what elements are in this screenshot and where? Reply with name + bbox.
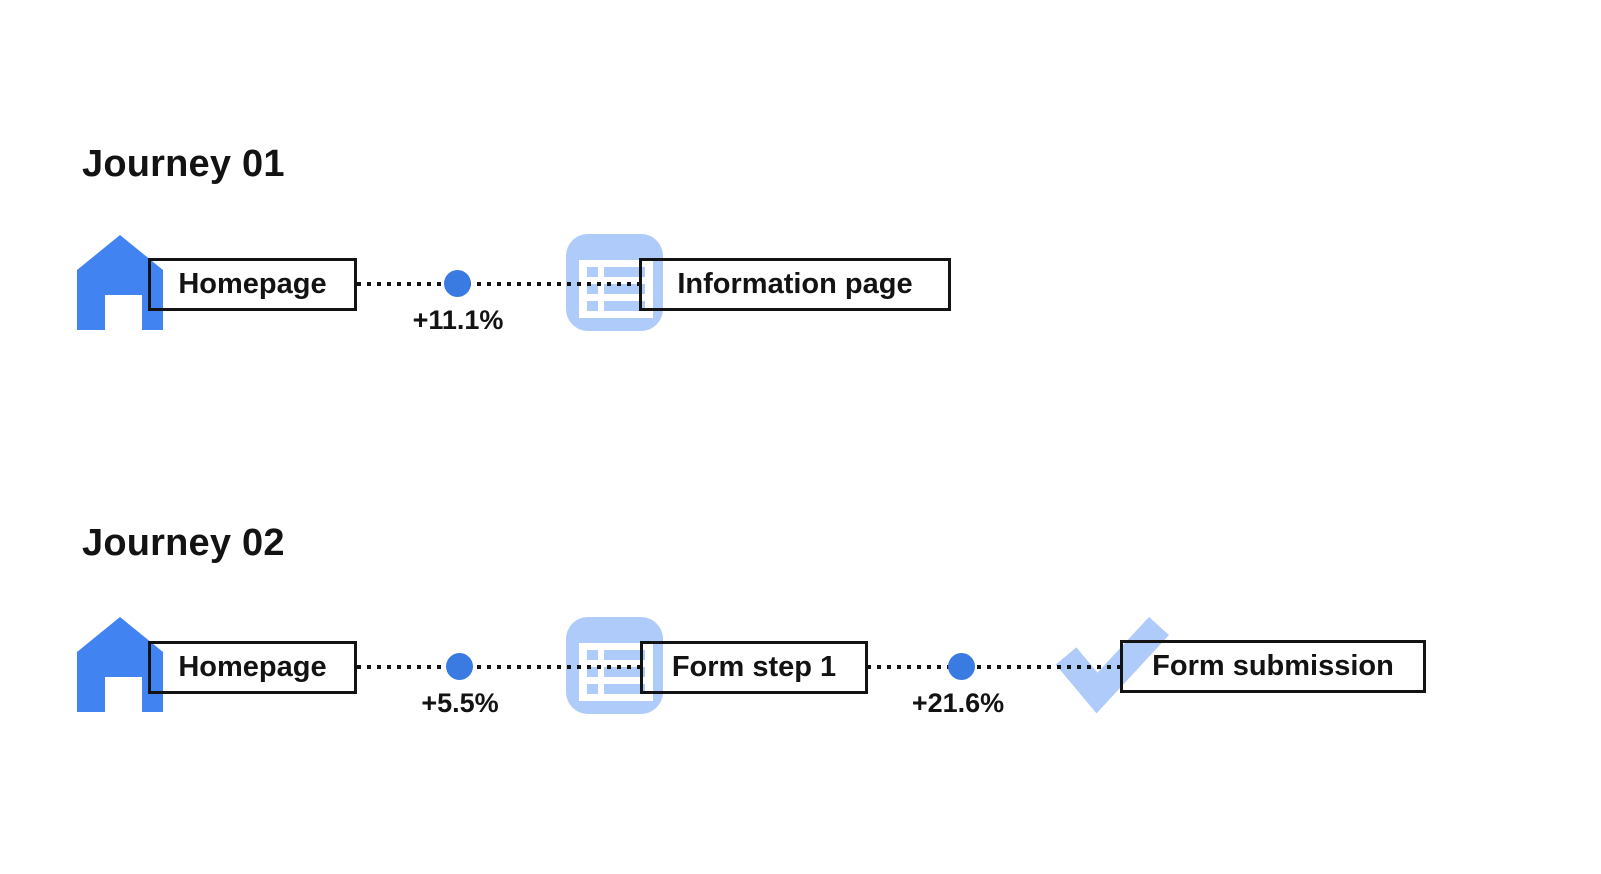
step-label: Information page: [677, 268, 913, 300]
transition-dot: [446, 653, 473, 680]
transition-delta: +21.6%: [911, 688, 1005, 718]
step-label: Homepage: [178, 268, 327, 300]
step-box-homepage: Homepage: [148, 641, 357, 694]
step-box-homepage: Homepage: [148, 258, 357, 311]
transition-dot: [948, 653, 975, 680]
transition-line: [357, 665, 641, 669]
step-label: Homepage: [178, 651, 327, 683]
transition-line: [867, 665, 1120, 669]
step-label: Form step 1: [671, 651, 837, 683]
step-box-form-step-1: Form step 1: [640, 641, 868, 694]
journey-title: Journey 01: [82, 143, 285, 185]
transition-delta: +5.5%: [421, 688, 499, 718]
step-box-information-page: Information page: [639, 258, 951, 311]
home-icon: [77, 235, 163, 330]
home-icon: [77, 617, 163, 712]
transition-line: [357, 282, 640, 286]
transition-delta: +11.1%: [412, 305, 504, 335]
step-label: Form submission: [1152, 650, 1394, 682]
step-box-form-submission: Form submission: [1120, 640, 1426, 693]
transition-dot: [444, 270, 471, 297]
journey-title: Journey 02: [82, 522, 285, 564]
